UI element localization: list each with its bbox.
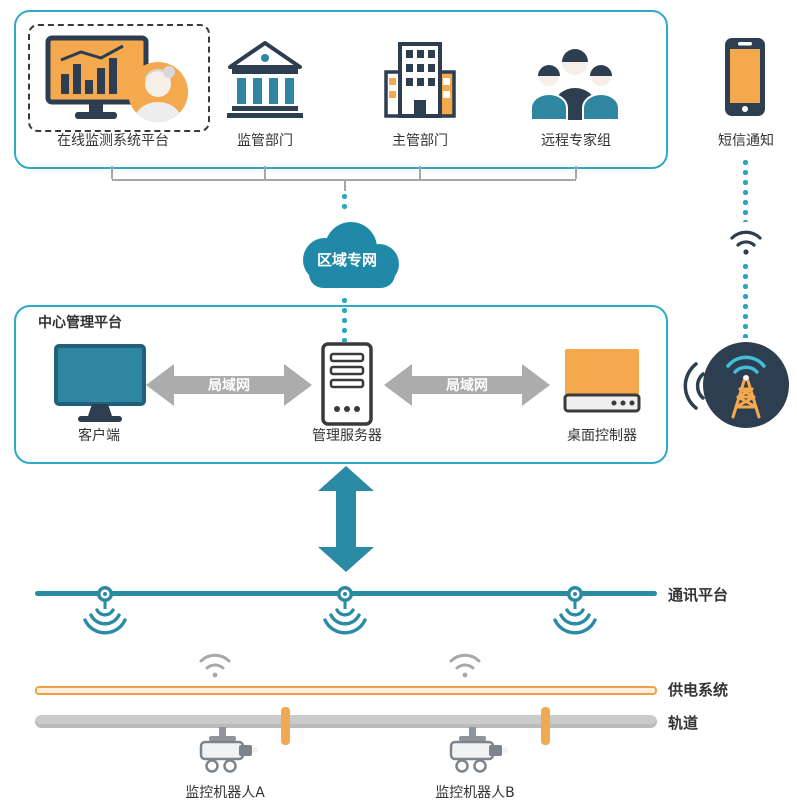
robot-wifi-icon <box>199 653 231 678</box>
dotted-link-top <box>341 192 348 214</box>
robot-b-label: 监控机器人B <box>435 785 515 801</box>
power-line <box>35 686 657 695</box>
robot-wifi-icon <box>449 653 481 678</box>
robot-a-label: 监控机器人A <box>185 785 265 801</box>
robot-b-icon <box>449 727 508 773</box>
top-item-label: 监管部门 <box>237 133 293 149</box>
lan-arrow-right: 局域网 <box>384 364 550 406</box>
cloud-icon <box>303 222 399 288</box>
top-item-label: 远程专家组 <box>541 133 611 149</box>
bracket-stub <box>419 166 421 179</box>
desktop-controller-icon <box>563 349 641 413</box>
vertical-double-arrow <box>318 466 374 572</box>
controller-label: 桌面控制器 <box>567 428 637 444</box>
client-label: 客户端 <box>78 428 120 444</box>
antenna-node-icon <box>83 586 127 635</box>
cloud-label: 区域专网 <box>316 251 377 269</box>
track-bar <box>35 715 657 728</box>
sound-waves-icon <box>683 362 705 410</box>
server-label: 管理服务器 <box>312 428 382 444</box>
radio-tower-icon <box>703 342 789 428</box>
antenna-node-icon <box>553 586 597 635</box>
sms-dotted-link-lower <box>742 262 749 338</box>
bracket-stub <box>264 166 266 179</box>
bracket-stub <box>575 166 577 179</box>
power-label: 供电系统 <box>668 681 729 699</box>
track-post <box>541 707 550 745</box>
phone-icon <box>725 38 765 116</box>
lan-left-label: 局域网 <box>208 377 250 394</box>
track-label: 轨道 <box>668 714 699 732</box>
wifi-icon <box>730 230 762 255</box>
server-icon <box>321 342 373 426</box>
bank-icon <box>227 41 303 118</box>
sms-dotted-link-upper <box>742 158 749 222</box>
robot-a-icon <box>199 727 258 773</box>
top-item-label: 主管部门 <box>392 133 448 149</box>
sms-label: 短信通知 <box>718 133 774 149</box>
dotted-link-bottom <box>341 296 348 342</box>
antenna-node-icon <box>323 586 367 635</box>
bracket-stub <box>111 166 113 179</box>
building-icon <box>384 42 456 118</box>
lan-right-label: 局域网 <box>446 377 488 394</box>
lan-arrow-left: 局域网 <box>146 364 312 406</box>
comm-platform-label: 通讯平台 <box>668 586 729 604</box>
online-monitoring-dashed-box <box>28 24 210 132</box>
monitor-chart-person-icon <box>45 35 188 122</box>
bracket-center-stub <box>344 179 346 191</box>
experts-group-icon <box>530 49 620 120</box>
track-post <box>281 707 290 745</box>
center-platform-title: 中心管理平台 <box>38 315 122 331</box>
top-item-label: 在线监测系统平台 <box>57 133 169 149</box>
client-monitor-icon <box>54 344 146 422</box>
